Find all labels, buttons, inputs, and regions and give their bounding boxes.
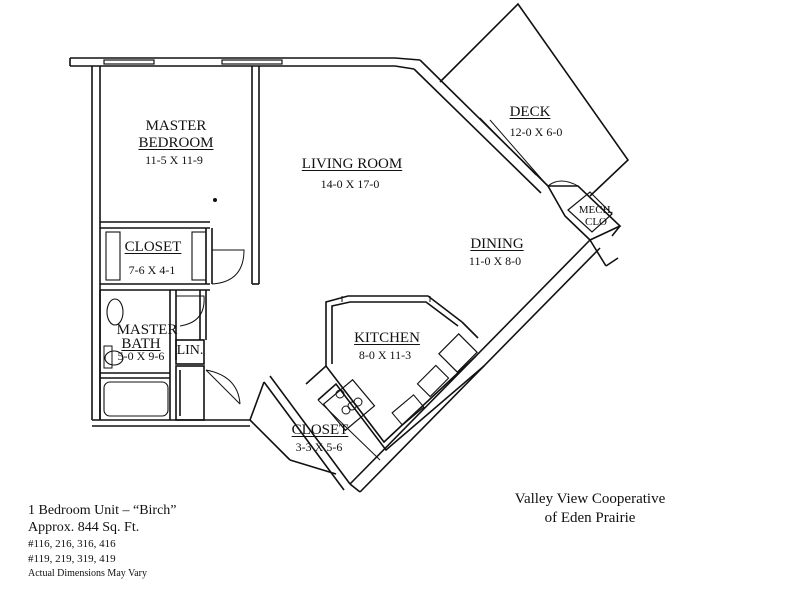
deck-label: DECK	[509, 104, 551, 120]
mech-closet-label-line1: MECH.	[578, 204, 614, 216]
kitchen-outline	[305, 295, 485, 452]
unit-area: Approx. 844 Sq. Ft.	[28, 520, 140, 535]
linen-label: LIN.	[176, 343, 204, 358]
master-bath-dims: 5-0 X 9-6	[117, 349, 165, 363]
dining-dims: 11-0 X 8-0	[468, 254, 522, 268]
entry-closet-outline	[249, 399, 381, 475]
deck-outline	[439, 2, 630, 197]
branding-line2: of Eden Prairie	[544, 510, 636, 526]
bath-outline	[99, 290, 177, 420]
kitchen-dims: 8-0 X 11-3	[358, 348, 412, 362]
unit-numbers-a: #116, 216, 316, 416	[28, 538, 116, 550]
bedroom-closet-dims: 7-6 X 4-1	[128, 263, 176, 277]
top-windows	[103, 59, 283, 65]
top-exterior-wall	[70, 57, 421, 70]
deck-dims: 12-0 X 6-0	[509, 125, 563, 139]
living-room-dims: 14-0 X 17-0	[320, 177, 380, 191]
bedroom-closet-label: CLOSET	[124, 239, 182, 255]
bedroom-closet-outline	[100, 221, 213, 291]
linen-outline	[175, 290, 207, 365]
dimensions-disclaimer: Actual Dimensions May Vary	[28, 568, 147, 579]
living-room-label: LIVING ROOM	[301, 156, 403, 172]
mech-closet-outline	[546, 185, 622, 267]
branding-line1: Valley View Cooperative	[514, 491, 666, 507]
mech-closet-label-line2: CLO	[585, 216, 607, 228]
entry-closet-dims: 3-3 X 5-6	[295, 440, 343, 454]
kitchen-label: KITCHEN	[354, 330, 420, 346]
hall-closet-outline	[175, 365, 241, 421]
master-bath-label-line1: MASTER	[116, 322, 178, 338]
bedroom-marker-dot	[213, 198, 217, 202]
master-bedroom-dims: 11-5 X 11-9	[145, 153, 203, 167]
entry-closet-label: CLOSET	[291, 422, 349, 438]
unit-numbers-b: #119, 219, 319, 419	[28, 553, 116, 565]
master-bedroom-label-line2: BEDROOM	[138, 135, 214, 151]
bedroom-partition	[251, 66, 260, 285]
dining-label: DINING	[470, 236, 524, 252]
master-bedroom-label-line1: MASTER	[145, 118, 207, 134]
master-bath-label-line2: BATH	[121, 336, 161, 352]
unit-title: 1 Bedroom Unit – “Birch”	[28, 503, 177, 518]
